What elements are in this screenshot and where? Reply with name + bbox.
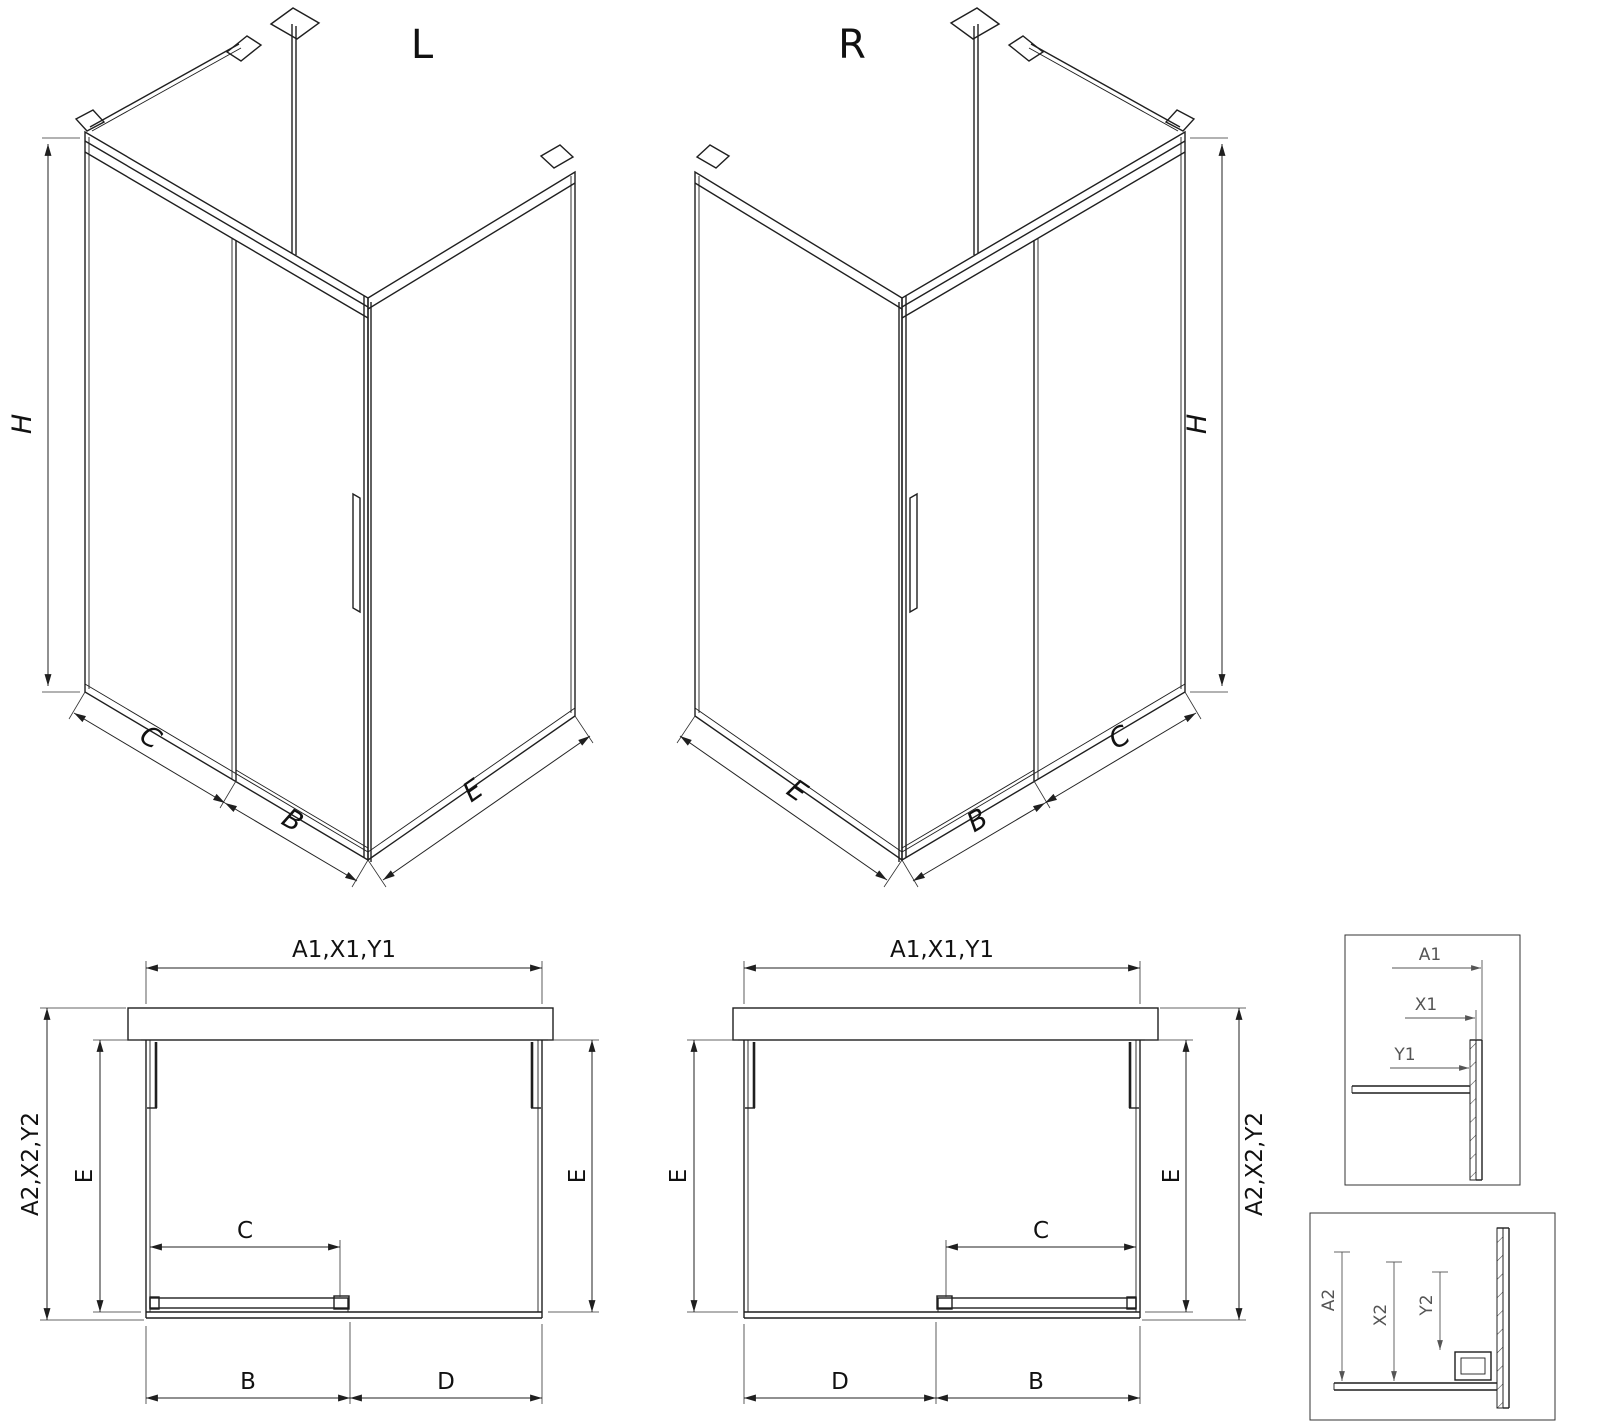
plan-view-left: A1,X1,Y1 E E A2,X2,Y2 C B D [18,937,599,1404]
plan-R-door-label: B [1028,1369,1044,1395]
dim-label-height-R: H [1182,414,1213,434]
plan-R-opening-label: C [1033,1218,1049,1244]
iso-right-geometry [677,8,1228,887]
plan-L-side-right-label: E [565,1169,591,1184]
plan-view-right: A1,X1,Y1 E E A2,X2,Y2 C D B [666,937,1268,1404]
iso-left-geometry [42,8,593,887]
plan-L-depth-label: A2,X2,Y2 [18,1112,44,1216]
plan-left-geometry [40,961,599,1404]
iso-view-left: L H C B E [7,8,593,887]
detail-top-A1-label: A1 [1419,945,1441,965]
plan-L-fixed-label: D [437,1369,455,1395]
detail-bottom-X2-label: X2 [1371,1304,1391,1326]
plan-R-side-left-label: E [666,1169,692,1184]
plan-L-width-label: A1,X1,Y1 [292,937,396,963]
detail-view-bottom: A2 X2 Y2 [1309,1212,1556,1421]
plan-R-fixed-label: D [831,1369,849,1395]
dim-label-fixed-R: C [1104,719,1136,755]
plan-R-width-label: A1,X1,Y1 [890,937,994,963]
view-title-left: L [411,22,434,68]
detail-view-top: A1 X1 Y1 [1344,934,1521,1186]
plan-L-side-left-label: E [72,1169,98,1184]
plan-R-side-right-label: E [1159,1169,1185,1184]
iso-view-right: R H C B E [677,8,1228,887]
detail-top-Y1-label: Y1 [1393,1045,1415,1065]
detail-bottom-A2-label: A2 [1319,1289,1339,1311]
view-title-right: R [838,22,866,68]
plan-L-door-label: B [240,1369,256,1395]
detail-top-X1-label: X1 [1415,995,1437,1015]
plan-R-depth-label: A2,X2,Y2 [1242,1112,1268,1216]
detail-bottom-Y2-label: Y2 [1417,1294,1437,1316]
dim-label-height-L: H [7,414,38,434]
plan-L-opening-label: C [237,1218,253,1244]
